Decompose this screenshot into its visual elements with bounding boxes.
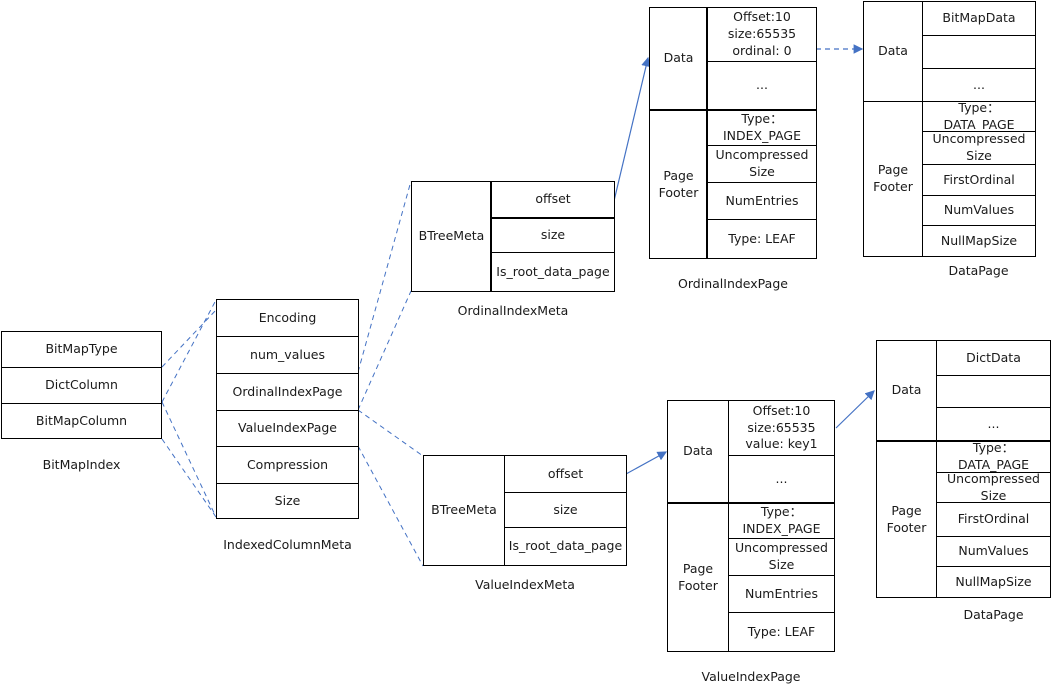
data-page-bottom-caption: DataPage (963, 607, 1024, 622)
ordinal-page-data-row: ... (756, 77, 768, 93)
ordinal-page-footer-row: NumEntries (725, 192, 799, 208)
dashed-connector (161, 401, 217, 518)
data-page-bottom-footer-row: Type： DATA_PAGE (957, 440, 1030, 472)
value-index-meta-table: BTreeMeta offset size Is_root_data_page (423, 455, 627, 566)
btree-meta-label: BTreeMeta (431, 502, 497, 518)
ordinal-page-data-row: Offset:10 size:65535 ordinal: 0 (727, 9, 797, 58)
data-page-bottom-data-row: DictData (966, 349, 1021, 365)
ordinal-index-meta-row: Is_root_data_page (496, 263, 610, 279)
value-page-data-row: Offset:10 size:65535 value: key1 (745, 402, 818, 452)
data-page-top-footer-row: FirstOrdinal (943, 171, 1015, 187)
dashed-connector (357, 445, 424, 567)
data-page-bottom-data-row (937, 376, 1050, 407)
data-page-top-footer-row: Uncompressed Size (932, 131, 1026, 163)
bitmap-index-row: BitMapColumn (35, 412, 128, 428)
value-index-page-caption: ValueIndexPage (701, 669, 801, 684)
page-footer-label: Page Footer (678, 560, 718, 593)
page-data-label: Data (878, 43, 908, 59)
ordinal-index-page-caption: OrdinalIndexPage (678, 276, 788, 291)
page-footer-label: Page Footer (658, 167, 699, 200)
data-page-top-caption: DataPage (948, 263, 1009, 278)
data-page-top-data-row: ... (973, 76, 985, 92)
data-page-bottom-table: Data Page Footer DictData ... Type： DATA… (876, 340, 1051, 598)
page-footer-label: Page Footer (873, 162, 913, 194)
data-page-top-footer-row: NumValues (943, 202, 1015, 218)
page-data-label: Data (683, 443, 713, 459)
arrow-value-data-to-datapage (835, 390, 875, 429)
page-data-label: Data (891, 382, 922, 398)
ordinal-index-meta-row: offset (535, 191, 571, 207)
arrow-offset-to-ordinal-page (613, 56, 651, 202)
dashed-connector (357, 409, 424, 457)
value-index-meta-row: offset (547, 465, 584, 481)
ordinal-index-page-table: Data Page Footer Offset:10 size:65535 or… (649, 7, 817, 259)
value-page-footer-row: NumEntries (745, 585, 818, 601)
data-page-bottom-data-row: ... (987, 415, 1000, 431)
value-page-data-row: ... (775, 470, 788, 486)
value-index-meta-row: Is_root_data_page (508, 538, 623, 554)
arrow-offset-to-value-page (625, 451, 668, 475)
data-page-bottom-footer-row: NumValues (958, 543, 1029, 559)
dashed-connector (357, 290, 412, 411)
value-index-meta-caption: ValueIndexMeta (475, 577, 575, 592)
ordinal-page-footer-row: Type： INDEX_PAGE (722, 111, 802, 143)
dashed-connector (357, 180, 412, 373)
bitmap-index-row: BitMapType (45, 341, 118, 357)
value-page-footer-row: Uncompressed Size (735, 540, 828, 572)
data-page-top-data-row: BitMapData (942, 10, 1016, 26)
data-page-bottom-footer-row: NullMapSize (955, 573, 1032, 589)
dashed-connector (161, 299, 217, 403)
value-index-page-table: Data Page Footer Offset:10 size:65535 va… (667, 400, 835, 652)
indexed-column-meta-caption: IndexedColumnMeta (223, 537, 352, 552)
data-page-bottom-footer-row: Uncompressed Size (947, 470, 1040, 503)
ordinal-index-meta-row: size (540, 227, 566, 243)
data-page-bottom-footer-row: FirstOrdinal (957, 511, 1030, 527)
bitmap-index-row: DictColumn (45, 377, 118, 393)
indexed-column-meta-row: Encoding (258, 309, 317, 325)
dashed-connector (161, 438, 217, 518)
indexed-column-meta-row: OrdinalIndexPage (232, 383, 343, 399)
indexed-column-meta-table: Encoding num_values OrdinalIndexPage Val… (216, 299, 359, 519)
bitmap-index-table: BitMapType DictColumn BitMapColumn (1, 331, 162, 439)
ordinal-page-footer-row: Type: LEAF (728, 230, 796, 246)
bitmap-index-caption: BitMapIndex (42, 457, 121, 472)
data-page-top-footer-row: Type： DATA_PAGE (943, 99, 1015, 132)
ordinal-page-footer-row: Uncompressed Size (715, 147, 809, 179)
data-page-top-table: Data Page Footer BitMapData ... Type： DA… (863, 1, 1036, 257)
indexed-column-meta-row: num_values (250, 346, 325, 362)
page-footer-label: Page Footer (886, 502, 927, 535)
btree-meta-label: BTreeMeta (418, 228, 485, 244)
indexed-column-meta-row: Size (274, 492, 301, 508)
value-page-footer-row: Type: LEAF (747, 623, 816, 639)
page-data-label: Data (663, 50, 694, 66)
indexed-column-meta-row: Compression (246, 456, 329, 472)
ordinal-index-meta-caption: OrdinalIndexMeta (457, 303, 569, 318)
data-page-top-footer-row: NullMapSize (940, 232, 1018, 248)
value-page-footer-row: Type： INDEX_PAGE (742, 504, 821, 536)
data-page-top-data-row (923, 36, 1035, 68)
ordinal-index-meta-table: BTreeMeta offset size Is_root_data_page (411, 181, 615, 292)
indexed-column-meta-row: ValueIndexPage (238, 420, 337, 436)
dashed-connector (161, 309, 217, 368)
value-index-meta-row: size (553, 501, 578, 517)
